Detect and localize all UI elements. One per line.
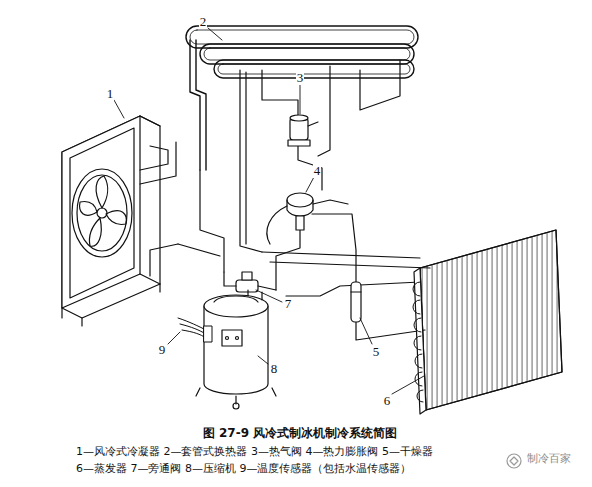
filter-drier (351, 282, 361, 322)
callout-number: 8 (270, 362, 279, 377)
watermark: 制冷百家 (525, 453, 573, 466)
leader-lines (114, 28, 424, 394)
part-legend-line: 1—风冷式冷凝器 2—套管式换热器 3—热气阀 4—热力膨胀阀 5—干燥器 (76, 446, 433, 459)
callout-number: 7 (284, 297, 293, 312)
hot-gas-valve (288, 115, 318, 146)
bypass-valve (224, 272, 276, 292)
compressor (196, 290, 276, 409)
callout-number: 2 (199, 15, 208, 30)
callout-number: 4 (313, 164, 322, 179)
watermark-icon (507, 454, 521, 468)
thermal-expansion-valve (267, 193, 348, 244)
evaporator (413, 230, 562, 414)
callout-number: 9 (158, 343, 167, 358)
part-legend-line: 6—蒸发器 7—旁通阀 8—压缩机 9—温度传感器（包括水温传感器） (76, 463, 411, 476)
tube-in-tube-heat-exchanger (186, 26, 418, 170)
air-cooled-condenser (62, 116, 178, 326)
callout-number: 6 (383, 394, 392, 409)
figure-caption: 图 27-9 风冷式制冰机制冷系统简图 (203, 427, 397, 441)
refrigerant-pipes (178, 60, 430, 340)
callout-number: 3 (296, 71, 305, 86)
temperature-sensor (178, 318, 212, 342)
callout-number: 5 (372, 345, 381, 360)
callout-number: 1 (106, 87, 115, 102)
